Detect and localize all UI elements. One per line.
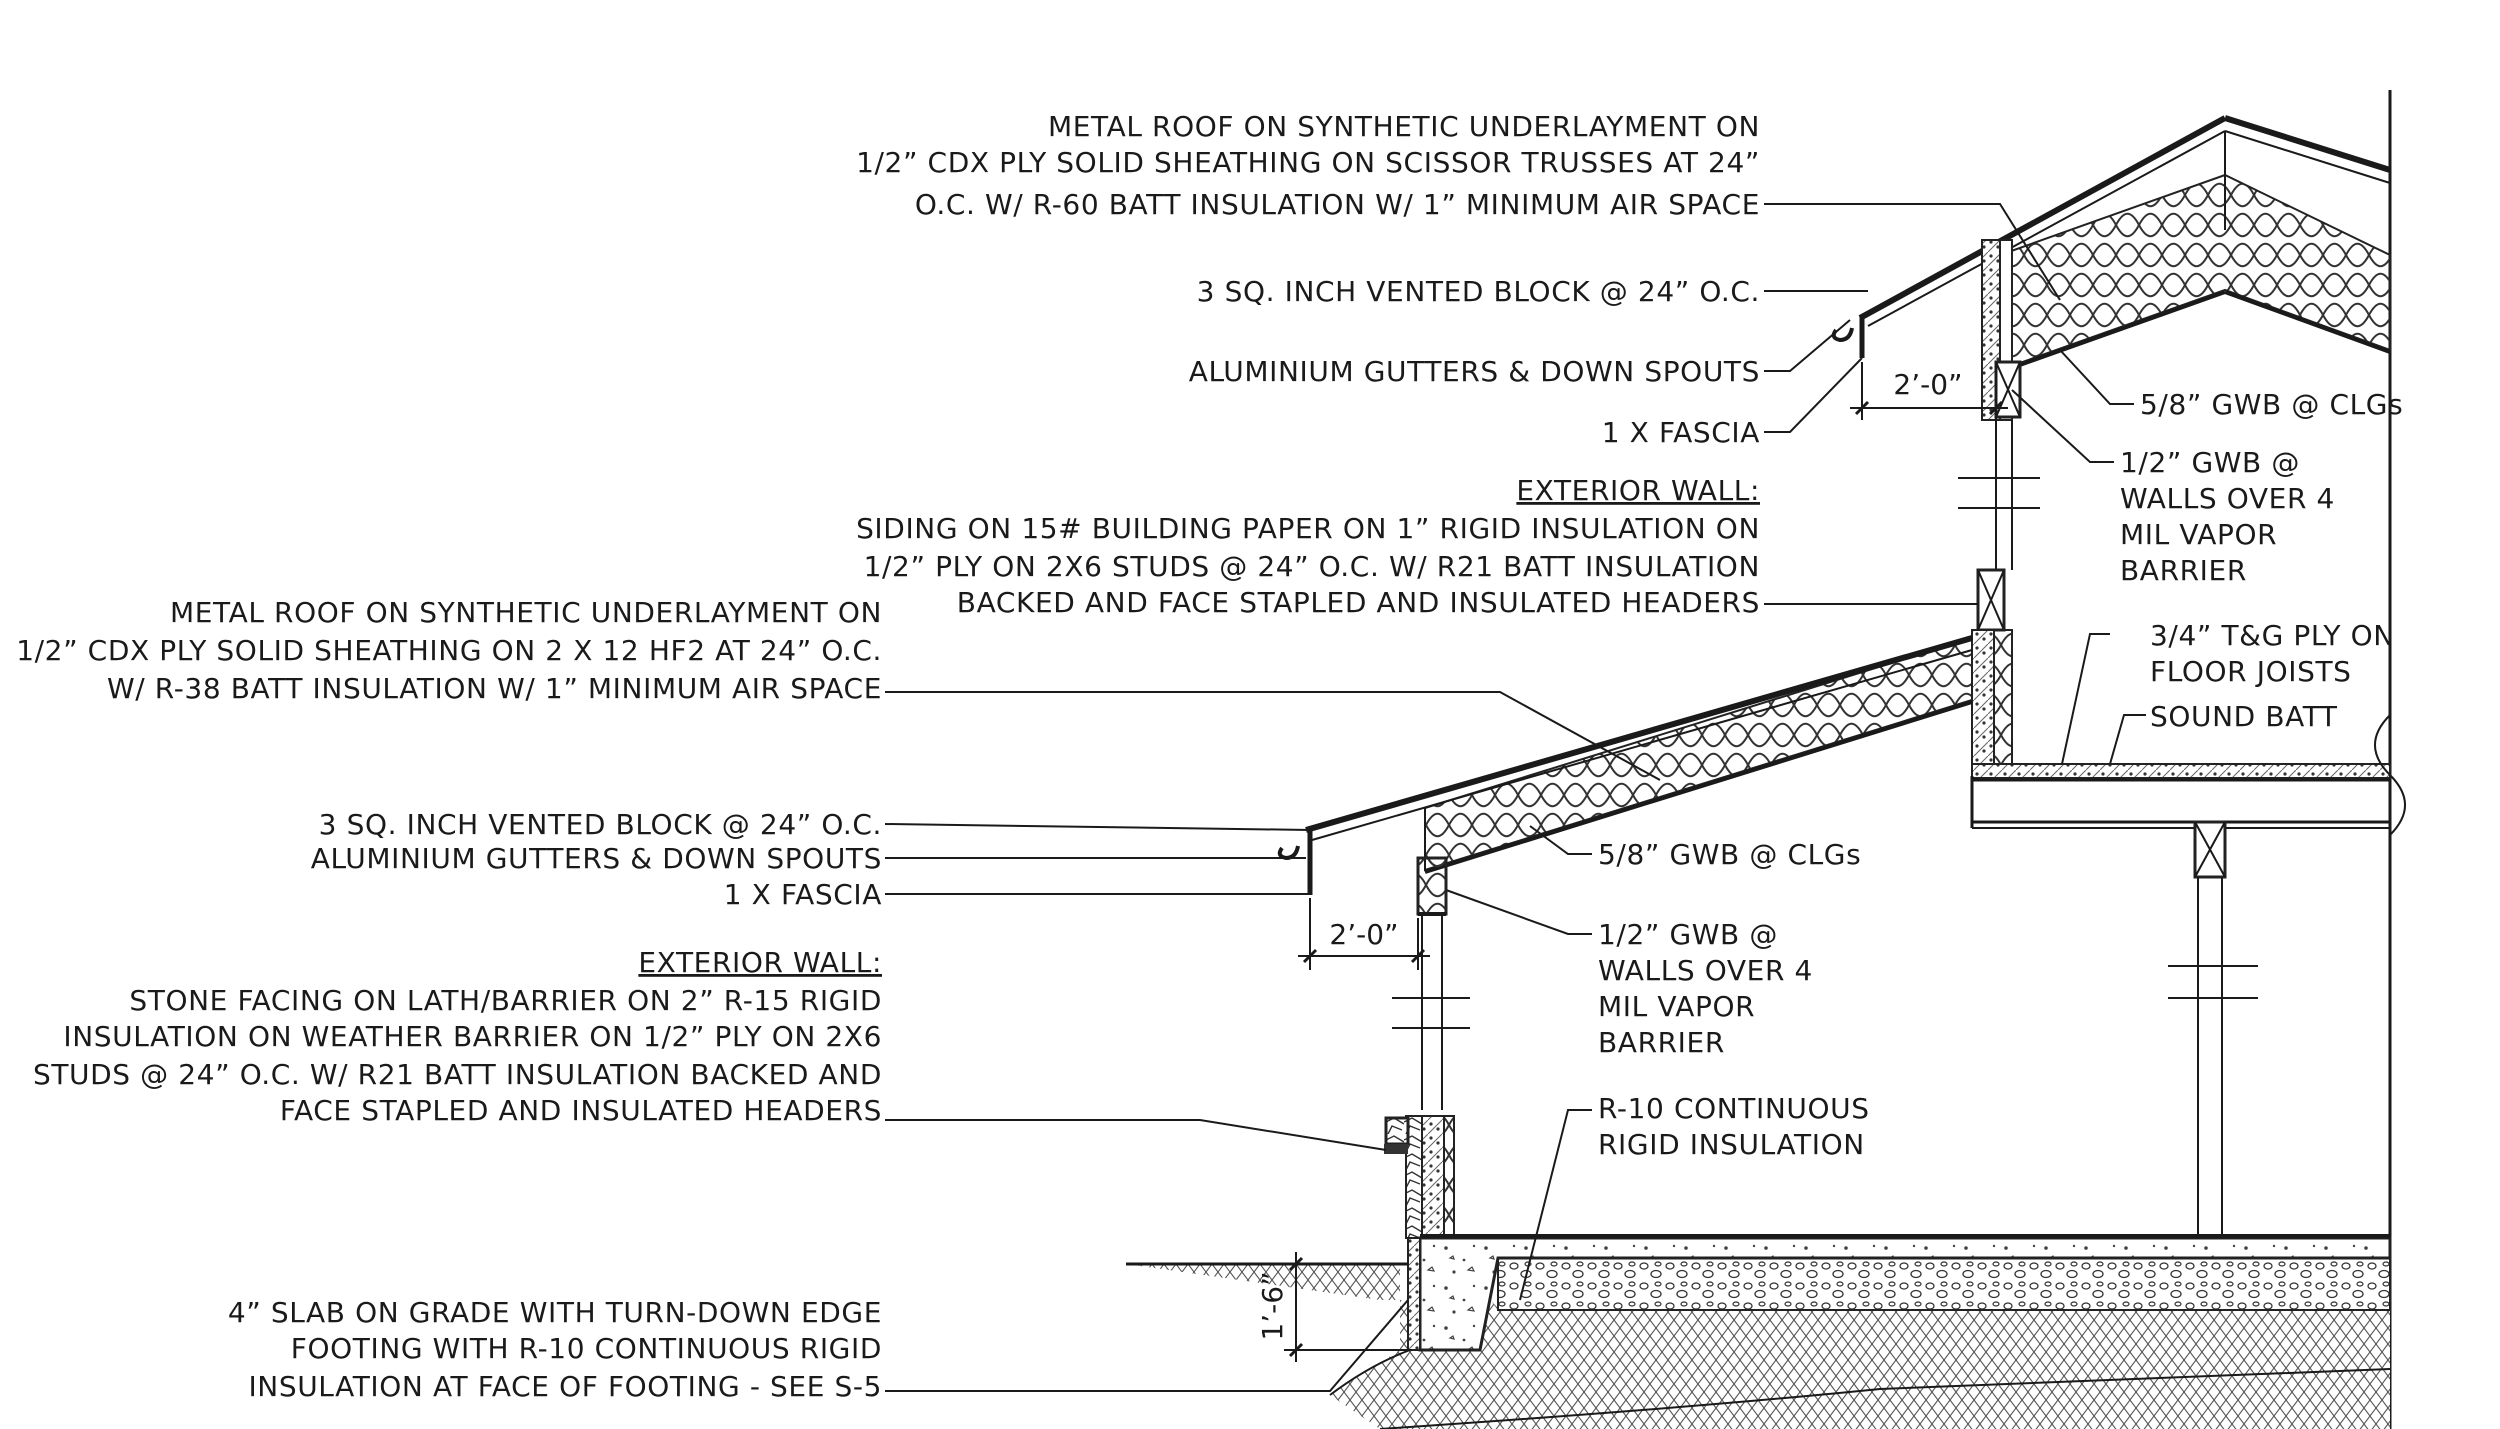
rigid-insulation-note-line-1: R-10 CONTINUOUS bbox=[1598, 1092, 1870, 1125]
slab-note-line-3: INSULATION AT FACE OF FOOTING - SEE S-5 bbox=[248, 1370, 882, 1403]
upper-roof-insulation bbox=[1999, 173, 2391, 372]
lower-gutters-note: ALUMINIUM GUTTERS & DOWN SPOUTS bbox=[311, 842, 882, 875]
upper-exterior-wall-line-2: 1/2” PLY ON 2X6 STUDS @ 24” O.C. W/ R21 … bbox=[864, 550, 1760, 583]
lower-exterior-wall-line-3: STUDS @ 24” O.C. W/ R21 BATT INSULATION … bbox=[33, 1058, 882, 1091]
lower-wall-assembly bbox=[1384, 856, 1470, 1239]
footing-depth-dimension bbox=[1284, 1252, 1412, 1362]
lower-wall-gwb-note-line-1: 1/2” GWB @ bbox=[1598, 918, 1778, 951]
upper-wall-gwb-note-line-2: WALLS OVER 4 bbox=[2120, 482, 2335, 515]
lower-ceiling-gwb-note: 5/8” GWB @ CLGs bbox=[1598, 838, 1861, 871]
upper-gutters-note: ALUMINIUM GUTTERS & DOWN SPOUTS bbox=[1189, 355, 1760, 388]
lower-roof-note-line-2: 1/2” CDX PLY SOLID SHEATHING ON 2 X 12 H… bbox=[16, 634, 882, 667]
leader-lines bbox=[884, 203, 2146, 1392]
upper-overhang-dimension bbox=[1850, 362, 2008, 420]
lower-exterior-wall-line-4: FACE STAPLED AND INSULATED HEADERS bbox=[280, 1094, 882, 1127]
upper-exterior-wall-heading: EXTERIOR WALL: bbox=[1516, 474, 1760, 507]
slab-note-line-2: FOOTING WITH R-10 CONTINUOUS RIGID bbox=[291, 1332, 882, 1365]
lower-exterior-wall-line-2: INSULATION ON WEATHER BARRIER ON 1/2” PL… bbox=[63, 1020, 882, 1053]
upper-overhang-dimension-label: 2’-0” bbox=[1893, 368, 1962, 401]
floor-note-line-1: 3/4” T&G PLY ON bbox=[2150, 619, 2395, 652]
lower-overhang-dimension bbox=[1298, 898, 1430, 970]
interior-post bbox=[2138, 820, 2312, 1294]
upper-floor-assembly bbox=[1970, 714, 2406, 836]
upper-roof-note-line-3: O.C. W/ R-60 BATT INSULATION W/ 1” MINIM… bbox=[915, 188, 1760, 221]
floor-note-line-2: FLOOR JOISTS bbox=[2150, 655, 2352, 688]
upper-exterior-wall-line-3: BACKED AND FACE STAPLED AND INSULATED HE… bbox=[957, 586, 1760, 619]
lower-roof-note-line-1: METAL ROOF ON SYNTHETIC UNDERLAYMENT ON bbox=[170, 596, 882, 629]
foundation-assembly bbox=[1126, 1234, 2392, 1429]
upper-roof-assembly bbox=[1831, 115, 2391, 374]
lower-exterior-wall-line-1: STONE FACING ON LATH/BARRIER ON 2” R-15 … bbox=[129, 984, 882, 1017]
lower-wall-gwb-note-line-4: BARRIER bbox=[1598, 1026, 1725, 1059]
upper-ceiling-gwb-note: 5/8” GWB @ CLGs bbox=[2140, 388, 2403, 421]
upper-fascia-note: 1 X FASCIA bbox=[1602, 416, 1760, 449]
upper-wall-gwb-note-line-4: BARRIER bbox=[2120, 554, 2247, 587]
upper-roof-note-line-2: 1/2” CDX PLY SOLID SHEATHING ON SCISSOR … bbox=[856, 146, 1760, 179]
upper-exterior-wall-line-1: SIDING ON 15# BUILDING PAPER ON 1” RIGID… bbox=[856, 512, 1760, 545]
rigid-insulation-note-line-2: RIGID INSULATION bbox=[1598, 1128, 1865, 1161]
upper-wall-gwb-note-line-3: MIL VAPOR bbox=[2120, 518, 2277, 551]
lower-overhang-dimension-label: 2’-0” bbox=[1329, 918, 1398, 951]
slab-note-line-1: 4” SLAB ON GRADE WITH TURN-DOWN EDGE bbox=[228, 1296, 882, 1329]
lower-fascia-note: 1 X FASCIA bbox=[724, 878, 882, 911]
upper-wall-gwb-note-line-1: 1/2” GWB @ bbox=[2120, 446, 2300, 479]
lower-vented-block-note: 3 SQ. INCH VENTED BLOCK @ 24” O.C. bbox=[319, 808, 882, 841]
upper-vented-block-note: 3 SQ. INCH VENTED BLOCK @ 24” O.C. bbox=[1197, 275, 1760, 308]
lower-roof-assembly bbox=[1277, 635, 1973, 895]
lower-wall-gwb-note-line-2: WALLS OVER 4 bbox=[1598, 954, 1813, 987]
lower-wall-gwb-note-line-3: MIL VAPOR bbox=[1598, 990, 1755, 1023]
upper-roof-note-line-1: METAL ROOF ON SYNTHETIC UNDERLAYMENT ON bbox=[1048, 110, 1760, 143]
lower-roof-note-line-3: W/ R-38 BATT INSULATION W/ 1” MINIMUM AI… bbox=[107, 672, 882, 705]
footing-depth-dimension-label: 1’-6” bbox=[1256, 1271, 1289, 1340]
sound-batt-note: SOUND BATT bbox=[2150, 700, 2338, 733]
lower-exterior-wall-heading: EXTERIOR WALL: bbox=[638, 946, 882, 979]
